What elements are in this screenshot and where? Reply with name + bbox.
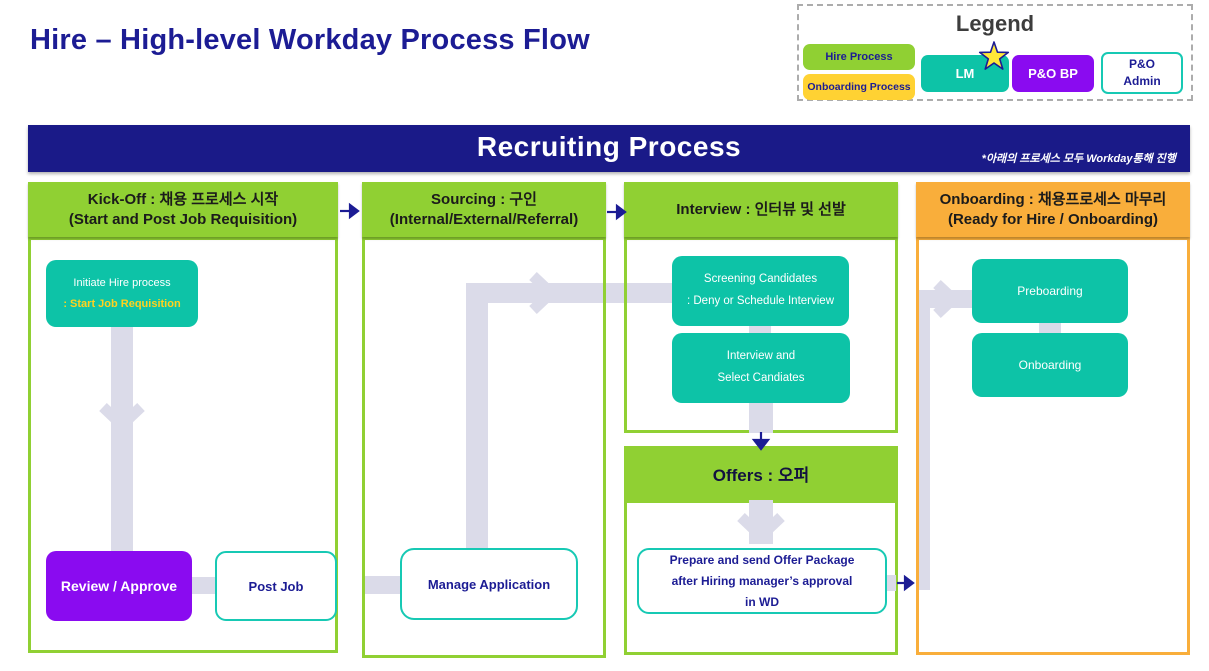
connector-package-right-stub — [886, 575, 896, 591]
node-preboarding: Preboarding — [972, 259, 1128, 323]
node-initiate-hire: Initiate Hire process : Start Job Requis… — [46, 260, 198, 327]
offer-package-line3: in WD — [745, 594, 779, 609]
node-review-approve: Review / Approve — [46, 551, 192, 621]
page-title: Hire – High-level Workday Process Flow — [30, 24, 590, 56]
connector-onboarding-vertical — [919, 290, 930, 590]
border-patch — [624, 283, 627, 303]
node-post-job: Post Job — [215, 551, 337, 621]
screening-line1: Screening Candidates — [703, 273, 818, 286]
screening-line2: : Deny or Schedule Interview — [686, 295, 835, 307]
node-interview-select: Interview and Select Candiates — [672, 333, 850, 403]
sourcing-title-line1: Sourcing : 구인 — [431, 191, 537, 208]
interview-title: Interview : 인터뷰 및 선발 — [676, 200, 846, 218]
star-icon — [978, 41, 1010, 70]
legend-po-admin: P&O Admin — [1101, 52, 1183, 94]
legend-title: Legend — [955, 11, 1035, 36]
connector-offers-package — [749, 500, 773, 544]
connector-sourcing-vertical — [466, 283, 488, 548]
legend-po-admin-line1: P&O — [1128, 56, 1155, 71]
legend-po-bp: P&O BP — [1012, 55, 1094, 92]
connector-preboarding-onboarding — [1039, 322, 1061, 333]
sourcing-title-line2: (Internal/External/Referral) — [389, 210, 579, 228]
offers-banner: Offers : 오퍼 — [624, 446, 898, 500]
connector-onboarding-horizontal — [919, 290, 972, 308]
connector-sourcing-to-screening — [466, 283, 672, 303]
kickoff-header: Kick-Off : 채용 프로세스 시작 (Start and Post Jo… — [28, 182, 338, 237]
workday-note: *아래의 프로세스 모두 Workday통해 진행 — [981, 153, 1176, 165]
select-line2: Select Candiates — [717, 372, 805, 384]
connector-review-postjob — [192, 577, 215, 594]
connector-interview-offers — [749, 402, 773, 433]
connector-postjob-manage — [365, 576, 401, 594]
select-line1: Interview and — [726, 350, 796, 363]
onboarding-title-line2: (Ready for Hire / Onboarding) — [947, 210, 1158, 228]
kickoff-title-line1: Kick-Off : 채용 프로세스 시작 — [87, 191, 279, 208]
node-screening-candidates: Screening Candidates : Deny or Schedule … — [672, 256, 849, 326]
onboarding-header: Onboarding : 채용프로세스 마무리 (Ready for Hire … — [916, 182, 1190, 237]
recruiting-process-banner: Recruiting Process *아래의 프로세스 모두 Workday통… — [28, 125, 1190, 172]
node-manage-application: Manage Application — [400, 548, 578, 620]
offer-package-line2: after Hiring manager’s approval — [671, 573, 853, 588]
node-onboarding: Onboarding — [972, 333, 1128, 397]
connector-screening-interview — [749, 325, 771, 334]
kickoff-title-line2: (Start and Post Job Requisition) — [68, 210, 298, 228]
connector-kickoff-vertical — [111, 327, 133, 551]
interview-header: Interview : 인터뷰 및 선발 — [624, 182, 898, 237]
node-offer-package: Prepare and send Offer Package after Hir… — [637, 548, 887, 614]
legend-panel: Legend Hire Process Onboarding Process L… — [797, 4, 1193, 101]
legend-hire-process: Hire Process — [803, 44, 915, 70]
onboarding-title-line1: Onboarding : 채용프로세스 마무리 — [939, 191, 1167, 208]
legend-po-admin-line2: Admin — [1123, 74, 1161, 88]
legend-onboarding-process: Onboarding Process — [803, 74, 915, 100]
initiate-line2: : Start Job Requisition — [63, 297, 181, 310]
recruiting-process-title: Recruiting Process — [476, 131, 742, 162]
border-patch — [603, 283, 606, 303]
sourcing-header: Sourcing : 구인 (Internal/External/Referra… — [362, 182, 606, 237]
initiate-line1: Initiate Hire process — [73, 276, 171, 289]
offer-package-line1: Prepare and send Offer Package — [669, 552, 855, 567]
